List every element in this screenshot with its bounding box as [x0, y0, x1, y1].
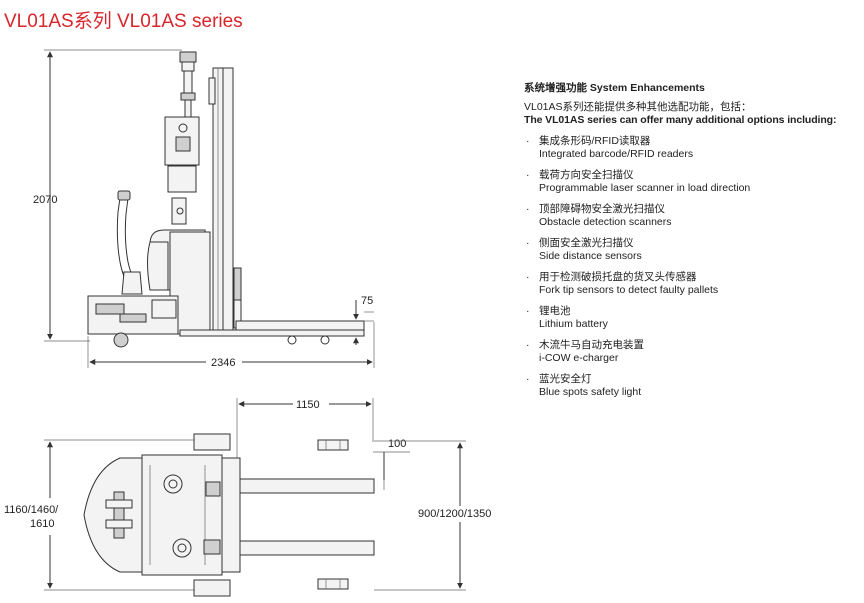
fork-length-label: 1150: [296, 399, 320, 411]
item-en: Side distance sensors: [539, 250, 642, 262]
side-view: 2070: [33, 49, 375, 369]
fork-gap-label: 100: [388, 438, 406, 450]
width-label-line2: 1610: [30, 518, 54, 530]
bullet-icon: ·: [526, 203, 530, 215]
item-cn: 载荷方向安全扫描仪: [539, 169, 634, 181]
fork-height-label: 75: [361, 295, 373, 307]
item-en: Obstacle detection scanners: [539, 216, 672, 228]
technical-drawing: 2070: [4, 49, 491, 597]
tiller: [116, 190, 143, 295]
fork-gap-dimension: 100: [373, 438, 410, 490]
item-en: Programmable laser scanner in load direc…: [539, 182, 751, 194]
item-en: Lithium battery: [539, 318, 608, 330]
bullet-icon: ·: [526, 271, 530, 283]
length-dimension: 2346: [87, 322, 375, 369]
bullet-icon: ·: [526, 305, 530, 317]
top-view: 1150 100: [4, 396, 491, 597]
fork-spread-label: 900/1200/1350: [418, 508, 491, 520]
width-dimension: 1160/1460/ 1610: [4, 439, 195, 591]
bullet-icon: ·: [526, 373, 530, 385]
enhancements-intro-cn: VL01AS系列还能提供多种其他选配功能，包括：: [524, 101, 752, 113]
item-en: Blue spots safety light: [539, 386, 642, 398]
item-en: i-COW e-charger: [539, 352, 619, 364]
item-cn: 用于检测破损托盘的货叉头传感器: [539, 271, 697, 283]
fork-spread-dimension: 900/1200/1350: [374, 440, 491, 591]
enhancements-panel: 系统增强功能 System Enhancements VL01AS系列还能提供多…: [524, 82, 860, 407]
chassis-top: [83, 433, 241, 597]
fork-height-dimension: 75: [353, 295, 373, 345]
bullet-icon: ·: [526, 237, 530, 249]
height-dimension: 2070: [33, 49, 182, 342]
top-forks: [239, 439, 375, 590]
item-en: Fork tip sensors to detect faulty pallet…: [539, 284, 719, 296]
length-label: 2346: [211, 357, 235, 369]
enhancements-intro-en: The VL01AS series can offer many additio…: [524, 114, 837, 126]
bullet-icon: ·: [526, 169, 530, 181]
fork-length-dimension: 1150: [236, 396, 374, 462]
side-forks: [179, 311, 374, 345]
item-cn: 蓝光安全灯: [539, 373, 592, 385]
bullet-icon: ·: [526, 339, 530, 351]
item-cn: 锂电池: [539, 305, 571, 317]
item-cn: 侧面安全激光扫描仪: [539, 237, 634, 249]
height-label: 2070: [33, 194, 57, 206]
item-cn: 集成条形码/RFID读取器: [539, 135, 651, 147]
enhancements-heading: 系统增强功能 System Enhancements: [524, 82, 705, 94]
mast: [212, 67, 242, 335]
item-cn: 木流牛马自动充电装置: [539, 339, 644, 351]
bullet-icon: ·: [526, 135, 530, 147]
control-box: [164, 116, 200, 193]
page-title: VL01AS系列 VL01AS series: [4, 11, 243, 32]
item-cn: 顶部障碍物安全激光扫描仪: [539, 203, 665, 215]
top-scanner: [179, 51, 216, 119]
truck-body: [87, 197, 211, 348]
width-label-line1: 1160/1460/: [4, 504, 59, 516]
item-en: Integrated barcode/RFID readers: [539, 148, 694, 160]
